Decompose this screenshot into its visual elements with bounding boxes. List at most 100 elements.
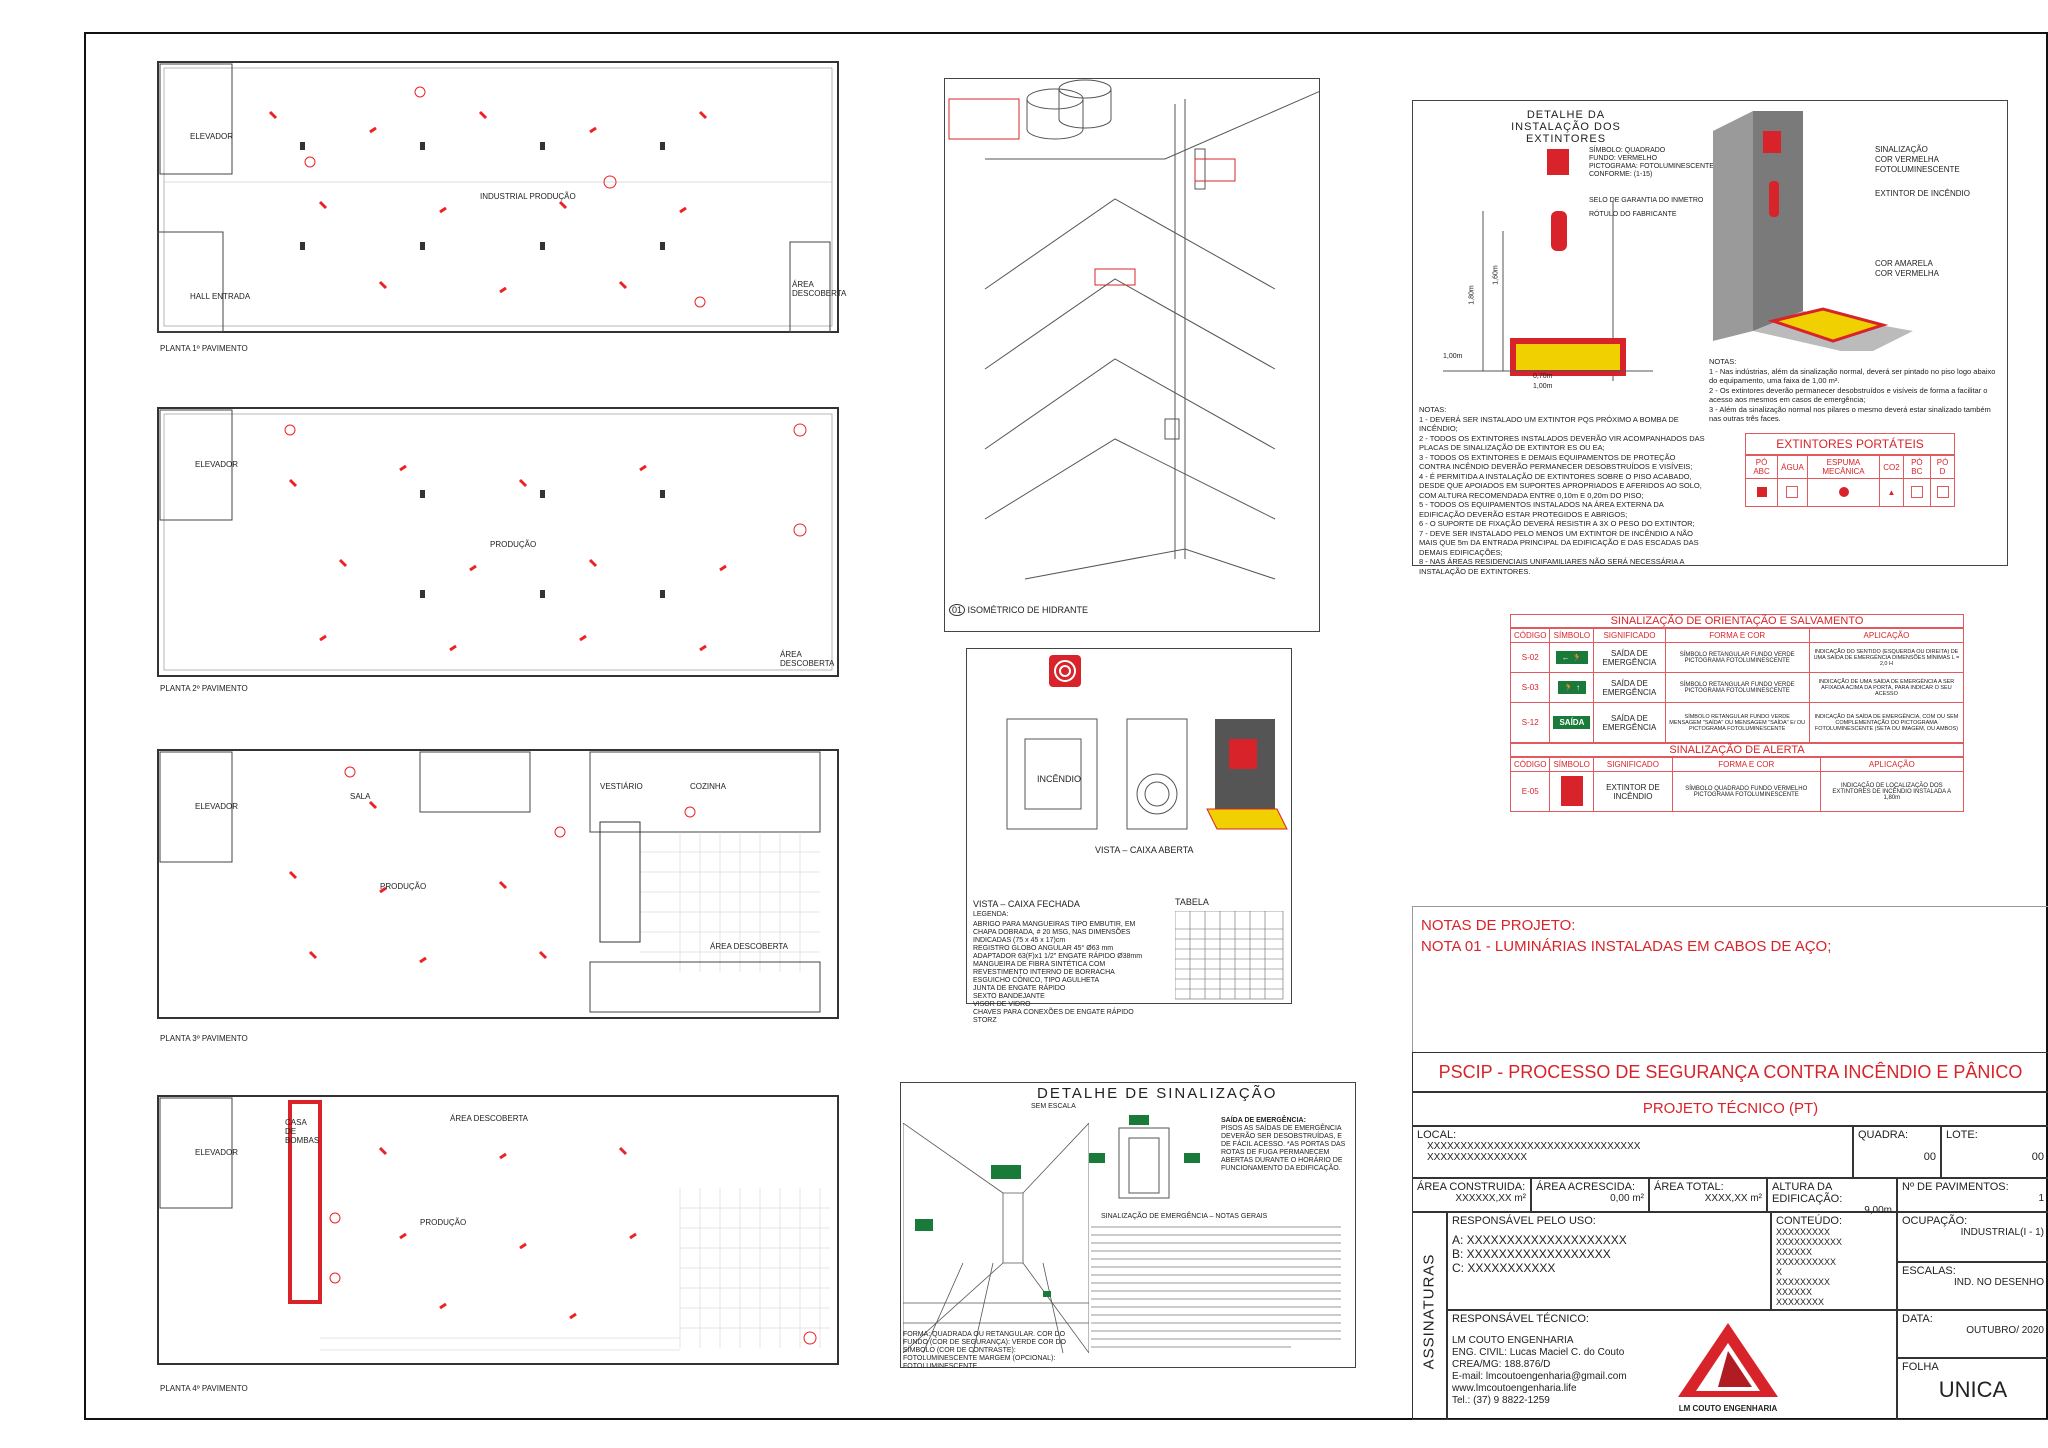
legend-item: CHAVES PARA CONEXÕES DE ENGATE RÁPIDO ST…: [973, 1009, 1134, 1024]
plan-3-room: VESTIÁRIO: [600, 782, 643, 791]
hydrant-box-panel: INCÊNDIO VISTA – CAIXA ABERTA VISTA – CA…: [966, 648, 1292, 1024]
fire-extinguisher-sign-icon: [1547, 149, 1569, 175]
dimension-label: 1,00m: [1533, 383, 1553, 390]
conteudo-label: CONTEÚDO:: [1776, 1215, 1842, 1227]
exit-text: PISOS AS SAÍDAS DE EMERGÊNCIA DEVERÃO SE…: [1221, 1125, 1346, 1172]
table-row: S-12 SAÍDA SAÍDA DE EMERGÊNCIA SÍMBOLO R…: [1509, 702, 1965, 743]
area-total-label: ÁREA TOTAL:: [1654, 1181, 1724, 1193]
extinguisher-co2-icon: ▲: [1879, 478, 1904, 507]
col-header: FORMA E COR: [1671, 757, 1821, 772]
hydrant-box-label: INCÊNDIO: [1037, 774, 1082, 784]
orientation-table: CÓDIGO SÍMBOLO SIGNIFICADO FORMA E COR A…: [1509, 628, 1965, 743]
conteudo-line: X: [1776, 1267, 1783, 1277]
label-3d: EXTINTOR DE INCÊNDIO: [1875, 189, 1970, 198]
note-item: 8 - NAS ÁREAS RESIDENCIAIS UNIFAMILIARES…: [1419, 557, 1685, 576]
plan-1-title: PLANTA 1º PAVIMENTO: [160, 344, 248, 353]
escalas-value: IND. NO DESENHO: [1953, 1277, 2044, 1288]
legend-item: REGISTRO GLOBO ANGULAR 45° Ø63 mm: [973, 945, 1114, 952]
label-3d: COR AMARELA: [1875, 259, 1933, 268]
corridor-drawing: [903, 1123, 1089, 1353]
local-label: LOCAL:: [1417, 1129, 1457, 1141]
notes-title: NOTAS:: [1709, 357, 1737, 366]
exit-title: SAÍDA DE EMERGÊNCIA:: [1221, 1117, 1306, 1124]
note-item: 3 - Além da sinalização normal nos pilar…: [1709, 404, 1991, 424]
pavimentos-label: Nº DE PAVIMENTOS:: [1902, 1181, 2009, 1193]
resp-uso-line: A: XXXXXXXXXXXXXXXXXXXX: [1452, 1233, 1627, 1247]
view-open-label: VISTA – CAIXA ABERTA: [1095, 845, 1194, 855]
plan-3-room: SALA: [350, 792, 371, 801]
col-header: CO2: [1879, 455, 1904, 479]
project-notes: NOTAS DE PROJETO: NOTA 01 - LUMINÁRIAS I…: [1412, 906, 2048, 1053]
form-cell: SÍMBOLO QUADRADO FUNDO VERMELHO PICTOGRA…: [1671, 771, 1821, 812]
floor-plan-3: PRODUÇÃO SALA VESTIÁRIO COZINHA ÁREA DES…: [120, 742, 840, 1043]
seal-note: SELO DE GARANTIA DO INMETRO: [1589, 197, 1704, 204]
col-header: ESPUMA MECÂNICA: [1806, 455, 1881, 479]
col-header: CÓDIGO: [1509, 757, 1551, 772]
extinguisher-elevation-drawing: [1443, 201, 1653, 381]
area-construida-label: ÁREA CONSTRUIDA:: [1417, 1181, 1526, 1193]
extinguisher-foam-icon: [1806, 478, 1881, 507]
app-cell: INDICAÇÃO DE UMA SAÍDA DE EMERGÊNCIA A S…: [1808, 672, 1965, 703]
hydrant-table-title: TABELA: [1175, 897, 1209, 907]
plan-3-room: PRODUÇÃO: [380, 882, 427, 891]
isometric-title: 01 ISOMÉTRICO DE HIDRANTE: [949, 604, 1089, 616]
exit-note: SAÍDA DE EMERGÊNCIA: PISOS AS SAÍDAS DE …: [1221, 1117, 1349, 1173]
code-cell: E-05: [1509, 771, 1551, 812]
title-block: PSCIP - PROCESSO DE SEGURANÇA CONTRA INC…: [1412, 1052, 2048, 1420]
title-main-cell: PSCIP - PROCESSO DE SEGURANÇA CONTRA INC…: [1413, 1052, 2048, 1092]
dimension-label: 0,70m: [1533, 373, 1553, 380]
conteudo-line: XXXXXXXXXXX: [1776, 1237, 1843, 1247]
dimension-label: 1,00m: [1443, 353, 1463, 360]
plan-2-room: ÁREA DESCOBERTA: [780, 650, 835, 668]
note-item: 2 - TODOS OS EXTINTORES INSTALADOS DEVER…: [1419, 433, 1705, 453]
plan-4-room: CASA DE BOMBAS: [285, 1118, 320, 1145]
resp-tec-line: LM COUTO ENGENHARIA: [1452, 1335, 1574, 1346]
area-acrescida-cell: ÁREA ACRESCIDA: 0,00 m²: [1531, 1178, 1649, 1212]
plan-2-room: ELEVADOR: [195, 460, 238, 469]
exit-text-sign-icon: SAÍDA: [1549, 702, 1595, 743]
extinguisher-notes-2: NOTAS: 1 - Nas indústrias, além da sinal…: [1709, 357, 1999, 424]
plan-4-room: ELEVADOR: [195, 1148, 238, 1157]
signage-alert-title: SINALIZAÇÃO DE ALERTA: [1510, 743, 1964, 757]
symbol-note: FUNDO: VERMELHO: [1589, 155, 1658, 162]
meaning-cell: SAÍDA DE EMERGÊNCIA: [1593, 642, 1666, 673]
isometric-drawing: [948, 79, 1326, 580]
notes-text-lines: [1091, 1226, 1341, 1348]
isometric-title-text: ISOMÉTRICO DE HIDRANTE: [967, 605, 1089, 615]
resp-tec-line: E-mail: lmcoutoengenharia@gmail.com: [1452, 1371, 1627, 1382]
resp-uso-cell: RESPONSÁVEL PELO USO: A: XXXXXXXXXXXXXXX…: [1447, 1212, 1771, 1310]
area-construida-value: XXXXXX,XX m²: [1455, 1193, 1526, 1204]
data-value: OUTUBRO/ 2020: [1966, 1325, 2044, 1336]
plan-4-room: ÁREA DESCOBERTA: [450, 1114, 528, 1123]
floor-plan-2-drawing: [157, 407, 839, 677]
conteudo-line: XXXXXX: [1776, 1247, 1813, 1257]
exit-left-sign-icon: ← 🏃: [1549, 642, 1595, 673]
hydrant-box-drawing: [1006, 718, 1288, 830]
signage-detail-title: DETALHE DE SINALIZAÇÃO: [1037, 1085, 1278, 1102]
escalas-cell: ESCALAS: IND. NO DESENHO: [1897, 1262, 2048, 1310]
signage-detail-panel: DETALHE DE SINALIZAÇÃO SEM ESCALA SAÍDA …: [900, 1082, 1356, 1370]
floor-plan-2: PRODUÇÃO ELEVADOR ÁREA DESCOBERTA PLANTA…: [120, 400, 840, 693]
signage-orientation-title: SINALIZAÇÃO DE ORIENTAÇÃO E SALVAMENTO: [1510, 614, 1964, 628]
app-cell: INDICAÇÃO DO SENTIDO (ESQUERDA OU DIREIT…: [1808, 642, 1965, 673]
meaning-cell: EXTINTOR DE INCÊNDIO: [1592, 771, 1673, 812]
form-cell: SÍMBOLO RETANGULAR FUNDO VERDE MENSAGEM …: [1664, 702, 1810, 743]
pavimentos-value: 1: [2038, 1193, 2044, 1204]
isometric-panel: 01 ISOMÉTRICO DE HIDRANTE: [944, 78, 1326, 632]
title-main: PSCIP - PROCESSO DE SEGURANÇA CONTRA INC…: [1438, 1062, 2023, 1082]
plan-3-room: ÁREA DESCOBERTA: [710, 942, 788, 951]
meaning-cell: SAÍDA DE EMERGÊNCIA: [1593, 702, 1666, 743]
conteudo-list: XXXXXXXXX XXXXXXXXXXX XXXXXX XXXXXXXXXX …: [1776, 1227, 1892, 1307]
data-cell: DATA: OUTUBRO/ 2020: [1897, 1310, 2048, 1358]
code-cell: S-12: [1509, 702, 1551, 743]
note-item: 1 - Nas indústrias, além da sinalização …: [1709, 366, 1996, 386]
area-total-cell: ÁREA TOTAL: XXXX,XX m²: [1649, 1178, 1767, 1212]
area-acrescida-label: ÁREA ACRESCIDA:: [1536, 1181, 1636, 1193]
resp-tec-label: RESPONSÁVEL TÉCNICO:: [1452, 1313, 1589, 1325]
labels-3d: SINALIZAÇÃO COR VERMELHA FOTOLUMINESCENT…: [1875, 145, 1970, 279]
resp-tec-line: www.lmcoutoengenharia.life: [1452, 1383, 1577, 1394]
legend-item: SEXTO BANDEJANTE: [973, 993, 1045, 1000]
extinguisher-water-icon: [1777, 478, 1808, 507]
col-header: FORMA E COR: [1664, 628, 1810, 643]
isometric-index: 01: [949, 604, 966, 616]
